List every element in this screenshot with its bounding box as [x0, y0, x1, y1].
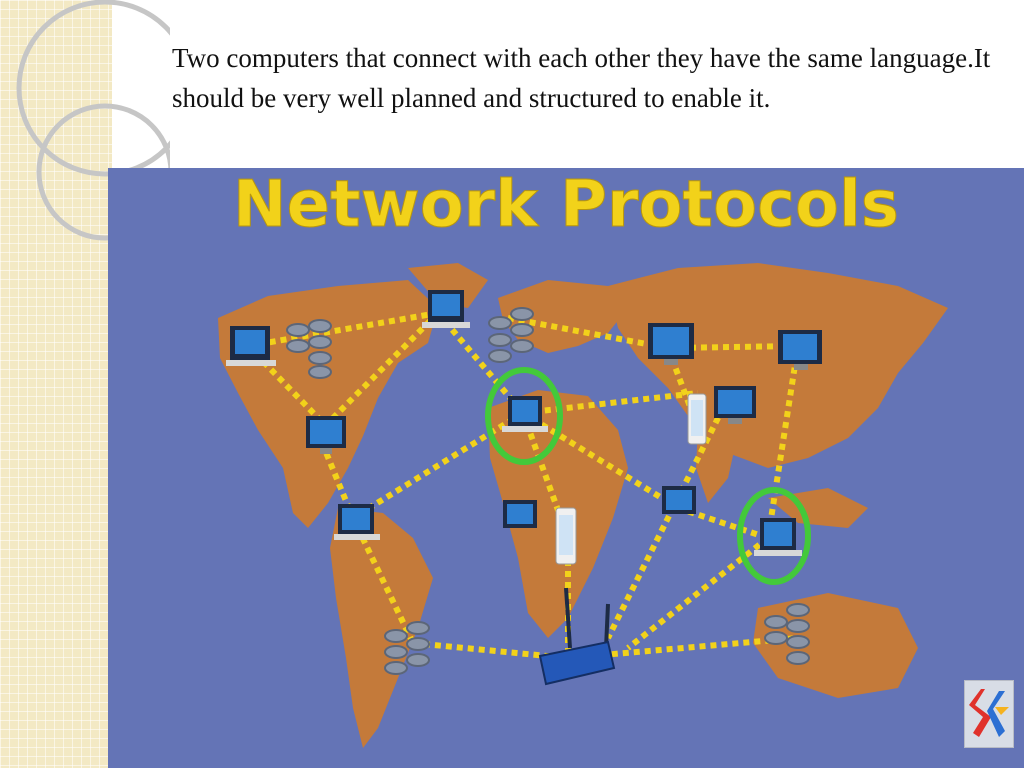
network-protocols-image: Network Protocols [108, 168, 1024, 768]
server-icon [286, 319, 332, 379]
network-devices [226, 290, 822, 686]
desktop-icon [648, 323, 694, 365]
desktop-icon [306, 416, 346, 454]
laptop-icon [754, 518, 802, 556]
router-icon [538, 587, 616, 686]
image-title: Network Protocols [233, 168, 899, 242]
desktop-icon [503, 500, 537, 528]
server-icon [384, 621, 430, 675]
server-icon [488, 307, 534, 363]
desktop-icon [778, 330, 822, 370]
phone-icon [687, 393, 707, 445]
desktop-icon [662, 486, 696, 514]
laptop-icon [226, 326, 276, 366]
world-map: Network Protocols [218, 168, 948, 748]
phone-icon [555, 507, 577, 565]
sk-logo-icon [969, 689, 1009, 737]
slide-caption: Two computers that connect with each oth… [172, 43, 991, 113]
highlight-circles [485, 367, 811, 585]
laptop-icon [502, 396, 548, 432]
decorative-circles [16, 0, 170, 241]
sk-logo [964, 680, 1014, 748]
laptop-icon [334, 504, 380, 540]
desktop-icon [714, 386, 756, 424]
server-icon [764, 603, 810, 665]
laptop-icon [422, 290, 470, 328]
